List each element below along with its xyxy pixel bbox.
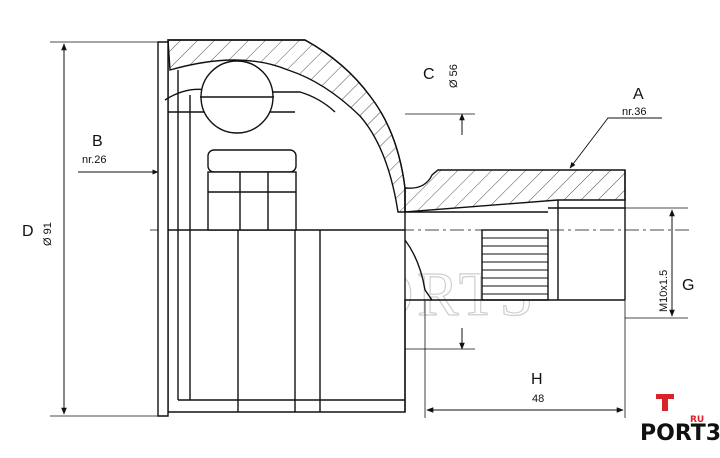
dimension-h: H 48 (424, 300, 626, 418)
label-b-value: nr.26 (82, 154, 106, 166)
logo-suffix: RU (690, 415, 704, 425)
label-h-value: 48 (532, 393, 544, 405)
logo-brand: PORT3 (640, 421, 720, 446)
shaft (404, 169, 626, 412)
dimension-b: B nr.26 (78, 133, 159, 175)
label-d-letter: D (22, 223, 34, 240)
label-a-value: nr.36 (622, 106, 646, 118)
housing (157, 39, 406, 417)
label-c-value: Ø 56 (448, 64, 460, 88)
label-h-letter: H (531, 371, 543, 388)
label-g-value: M10x1.5 (658, 270, 670, 312)
dimension-a: A nr.36 (569, 86, 662, 169)
label-a-letter: A (633, 86, 644, 103)
label-c-letter: C (423, 66, 435, 83)
dimension-g: G M10x1.5 (625, 207, 694, 319)
logo-mark-icon (656, 394, 674, 399)
label-g-letter: G (682, 277, 694, 294)
brand-logo: PORT3 RU (640, 394, 720, 446)
dimension-d: D Ø 91 (22, 41, 158, 417)
label-b-letter: B (92, 133, 103, 150)
dimension-c: C Ø 56 (405, 64, 475, 350)
label-d-value: Ø 91 (42, 222, 54, 246)
